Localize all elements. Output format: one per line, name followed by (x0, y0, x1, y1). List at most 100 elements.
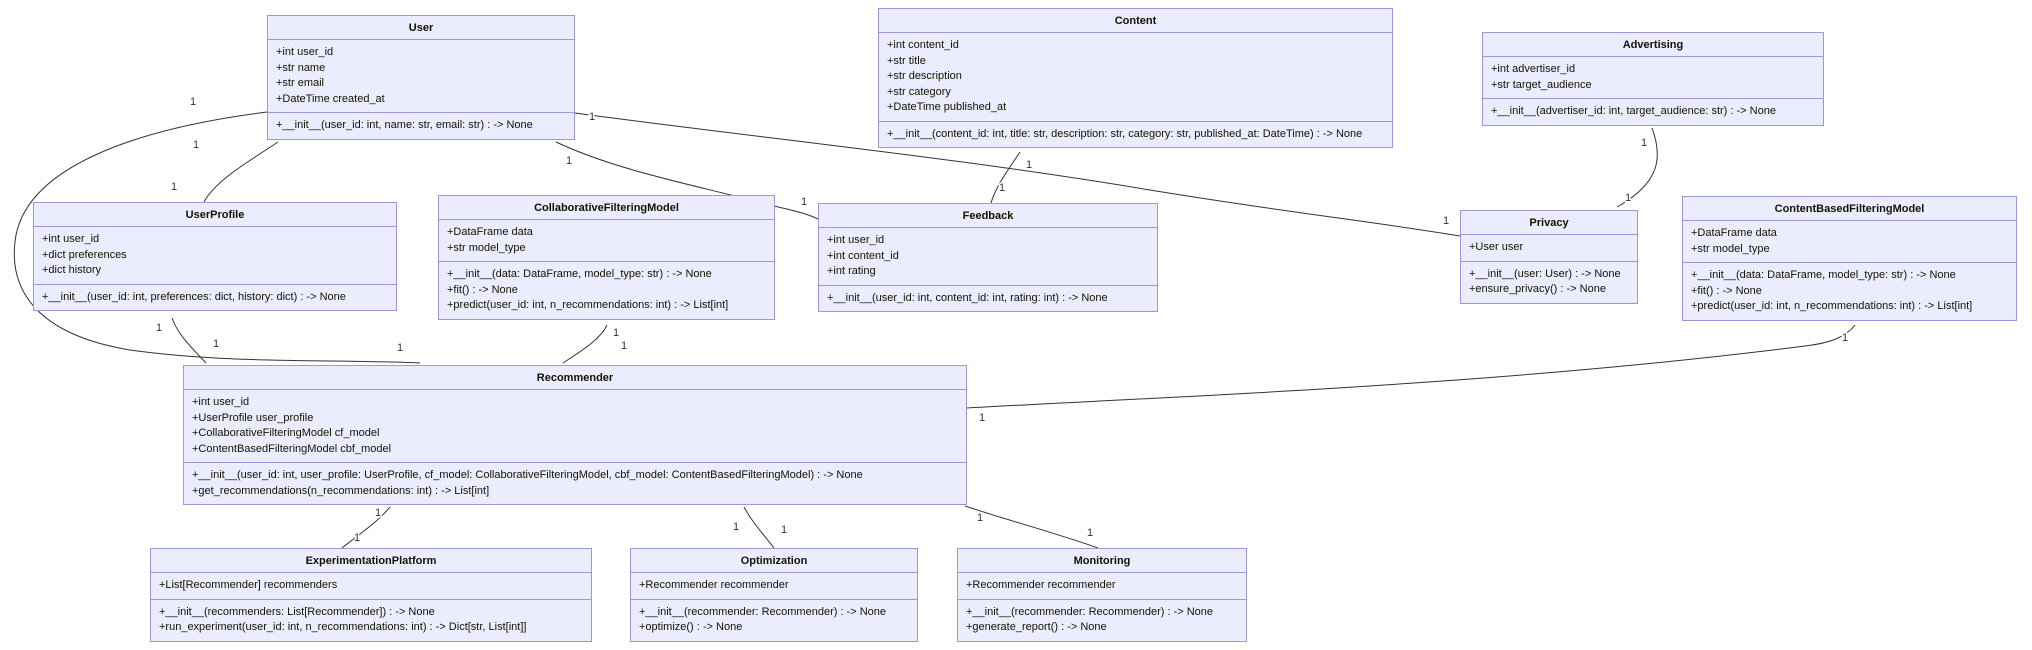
attribute-row: +str target_audience (1491, 78, 1592, 91)
cardinality-label: 1 (613, 327, 619, 339)
relationship-edge-Advertising-Privacy (1616, 127, 1658, 208)
method-row: +__init__(content_id: int, title: str, d… (887, 127, 1363, 140)
cardinality-label: 1 (193, 139, 199, 151)
attribute-row: +DataFrame data (1691, 227, 1777, 239)
cardinality-label: 1 (1641, 137, 1647, 149)
attribute-row: +str email (276, 77, 324, 89)
cardinality-label: 1 (621, 340, 627, 352)
cardinality-label: 1 (1842, 332, 1848, 344)
cardinality-label: 1 (781, 524, 787, 536)
relationship-edge-Content-Feedback (990, 151, 1021, 204)
method-row: +fit() : -> None (447, 283, 518, 296)
class-box-Content: Content+int content_id+str title+str des… (878, 8, 1393, 148)
method-row: +ensure_privacy() : -> None (1469, 283, 1606, 295)
class-methods-section: +__init__(content_id: int, title: str, d… (879, 122, 1392, 148)
method-row: +__init__(data: DataFrame, model_type: s… (1691, 269, 1956, 281)
cardinality-label: 1 (190, 96, 196, 108)
method-row: +predict(user_id: int, n_recommendations… (1691, 300, 1973, 312)
attribute-row: +DateTime published_at (887, 101, 1007, 113)
class-title: Content (879, 9, 1392, 33)
attribute-row: +DataFrame data (447, 226, 533, 238)
attribute-row: +dict preferences (42, 248, 127, 261)
class-methods-section: +__init__(data: DataFrame, model_type: s… (1683, 263, 2016, 320)
class-methods-section: +__init__(user_id: int, preferences: dic… (34, 285, 396, 311)
attribute-row: +User user (1469, 241, 1524, 253)
method-row: +__init__(user_id: int, content_id: int,… (827, 291, 1108, 304)
method-row: +fit() : -> None (1691, 284, 1762, 297)
attribute-row: +str model_type (1691, 242, 1770, 255)
class-methods-section: +__init__(user_id: int, user_profile: Us… (184, 463, 966, 504)
class-title: User (268, 16, 574, 40)
relationship-edge-Recommender-Monitoring (964, 505, 1099, 549)
class-title: CollaborativeFilteringModel (439, 196, 774, 220)
cardinality-label: 1 (156, 322, 162, 334)
class-methods-section: +__init__(user_id: int, name: str, email… (268, 113, 574, 139)
attribute-row: +int user_id (827, 234, 885, 246)
class-attributes-section: +DataFrame data+str model_type (439, 220, 774, 262)
class-box-Privacy: Privacy+User user+__init__(user: User) :… (1460, 210, 1638, 304)
class-attributes-section: +int advertiser_id +str target_audience (1483, 57, 1823, 99)
class-title: Feedback (819, 204, 1157, 228)
attribute-row: +int user_id (192, 396, 250, 408)
cardinality-label: 1 (354, 532, 360, 544)
attribute-row: +str category (887, 85, 951, 98)
class-attributes-section: +int user_id+UserProfile user_profile+Co… (184, 390, 966, 463)
relationship-edge-ContentBasedFilteringModel-Recommender (966, 324, 1856, 409)
method-row: +generate_report() : -> None (966, 621, 1107, 633)
class-title: Advertising (1483, 33, 1823, 57)
method-row: +__init__(data: DataFrame, model_type: s… (447, 268, 712, 280)
method-row: +__init__(recommender: Recommender) : ->… (966, 605, 1214, 618)
relationship-edge-User-Privacy (574, 112, 1461, 237)
attribute-row: +str name (276, 61, 326, 74)
class-box-Monitoring: Monitoring +Recommender recommender +__ini… (957, 548, 1247, 642)
class-title: ExperimentationPlatform (151, 549, 591, 573)
cardinality-label: 1 (171, 181, 177, 193)
cardinality-label: 1 (375, 507, 381, 519)
attribute-row: +int user_id (42, 233, 100, 245)
class-attributes-section: +int content_id+str title+str descriptio… (879, 33, 1392, 122)
method-row: +predict(user_id: int, n_recommendations… (447, 299, 729, 311)
method-row: +optimize() : -> None (639, 621, 743, 633)
cardinality-label: 1 (397, 342, 403, 354)
class-attributes-section: +int user_id +dict preferences +dict histo… (34, 227, 396, 285)
attribute-row: +int advertiser_id (1491, 63, 1576, 75)
class-methods-section: +__init__(user_id: int, content_id: int,… (819, 286, 1157, 312)
method-row: +__init__(user_id: int, preferences: dic… (42, 290, 346, 303)
method-row: +__init__(recommenders: List[Recommender… (159, 605, 435, 618)
attribute-row: +Recommender recommender (966, 579, 1116, 591)
class-methods-section: +__init__(recommender: Recommender) : ->… (958, 600, 1246, 641)
cardinality-label: 1 (733, 521, 739, 533)
attribute-row: +CollaborativeFilteringModel cf_model (192, 427, 380, 439)
cardinality-label: 1 (1443, 215, 1449, 227)
class-box-CollaborativeFilteringModel: CollaborativeFilteringModel+DataFrame da… (438, 195, 775, 320)
class-title: UserProfile (34, 203, 396, 227)
class-attributes-section: +Recommender recommender (958, 573, 1246, 600)
attribute-row: +str title (887, 54, 926, 67)
cardinality-label: 1 (977, 512, 983, 524)
cardinality-label: 1 (213, 338, 219, 350)
class-box-Feedback: Feedback+int user_id+int content_id+int … (818, 203, 1158, 312)
class-title: Optimization (631, 549, 917, 573)
cardinality-label: 1 (999, 182, 1005, 194)
method-row: +__init__(user: User) : -> None (1469, 267, 1621, 280)
class-box-ContentBasedFilteringModel: ContentBasedFilteringModel+DataFrame dat… (1682, 196, 2017, 321)
method-row: +__init__(advertiser_id: int, target_aud… (1491, 105, 1776, 117)
class-title: Monitoring (958, 549, 1246, 573)
attribute-row: +dict history (42, 264, 101, 276)
attribute-row: +List[Recommender] recommenders (159, 579, 338, 591)
class-attributes-section: +User user (1461, 235, 1637, 262)
class-methods-section: +__init__(advertiser_id: int, target_aud… (1483, 99, 1823, 125)
method-row: +__init__(user_id: int, name: str, email… (276, 119, 533, 131)
attribute-row: +DateTime created_at (276, 92, 385, 105)
class-methods-section: +__init__(user: User) : -> None +ensure_p… (1461, 262, 1637, 303)
relationship-edge-UserProfile-Recommender (171, 317, 207, 364)
relationship-edge-User-UserProfile (203, 141, 279, 203)
class-box-Optimization: Optimization+Recommender recommender+__i… (630, 548, 918, 642)
cardinality-label: 1 (1026, 159, 1032, 171)
attribute-row: +ContentBasedFilteringModel cbf_model (192, 442, 392, 455)
class-attributes-section: +Recommender recommender (631, 573, 917, 600)
cardinality-label: 1 (1625, 192, 1631, 204)
class-attributes-section: +int user_id+int content_id+int rating (819, 228, 1157, 286)
